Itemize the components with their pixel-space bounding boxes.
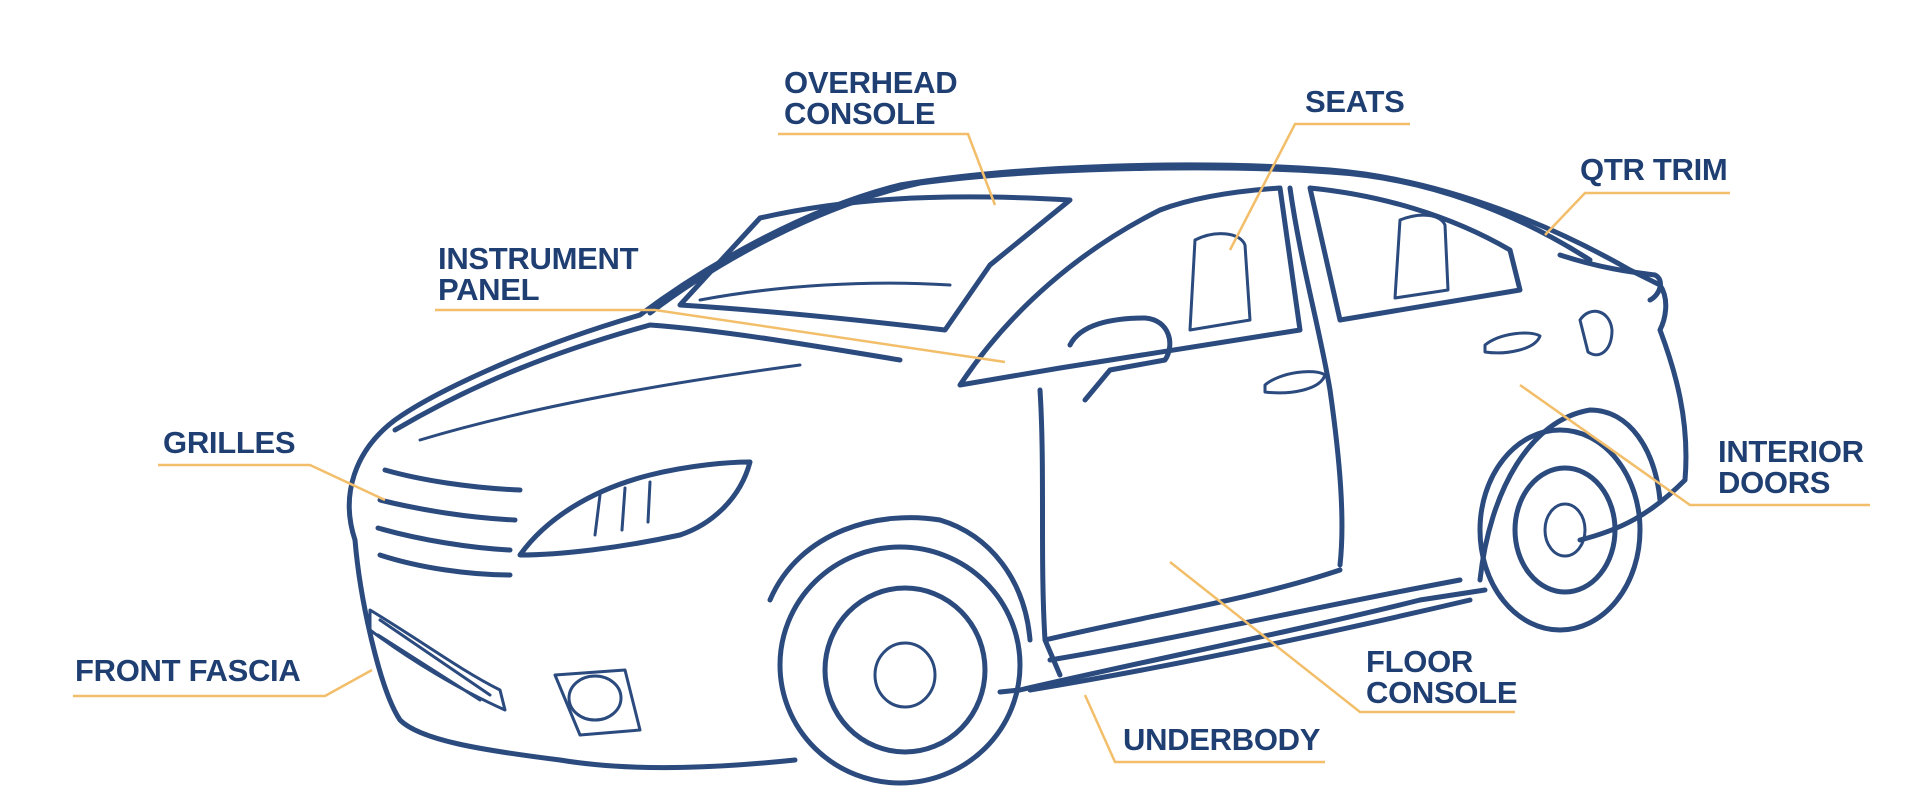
leader-underbody <box>1083 694 1325 764</box>
rocker-panel <box>1027 577 1473 693</box>
tail-light <box>1578 309 1614 357</box>
windshield <box>677 194 1073 333</box>
dashboard <box>698 281 952 302</box>
lower-fascia <box>368 608 507 712</box>
label-seats: SEATS <box>1305 84 1405 119</box>
car-body-outline <box>346 162 1689 770</box>
grille-lines <box>375 467 523 578</box>
front-wheel-arch <box>767 515 1033 643</box>
label-floor-console: FLOOR CONSOLE <box>1366 644 1518 710</box>
rear-door-handle <box>1483 331 1542 355</box>
leader-instrument-panel <box>435 308 1006 364</box>
rear-tire <box>1477 427 1643 633</box>
front-tire <box>777 544 1023 786</box>
leader-floor-console <box>1169 561 1515 714</box>
leader-seats <box>1228 122 1410 251</box>
label-underbody: UNDERBODY <box>1123 722 1321 757</box>
label-grilles: GRILLES <box>163 425 296 460</box>
leader-interior-doors <box>1519 383 1870 507</box>
front-rim <box>822 585 988 755</box>
trunk-spoiler <box>1557 252 1663 303</box>
label-interior-doors: INTERIOR DOORS <box>1718 434 1864 500</box>
hood <box>392 322 903 433</box>
fog-light-housing <box>553 668 642 737</box>
side-mirror <box>1067 315 1173 403</box>
rear-wheel-arch <box>1477 407 1663 583</box>
front-door <box>1037 387 1343 678</box>
leader-lines <box>73 122 1870 764</box>
leader-front-fascia <box>73 668 373 698</box>
front-door-handle <box>1263 370 1327 395</box>
label-qtr-trim: QTR TRIM <box>1580 152 1728 187</box>
leader-grilles <box>158 463 386 502</box>
b-pillar <box>1287 185 1345 568</box>
leader-qtr-trim <box>1544 191 1730 236</box>
front-seat <box>1188 232 1252 332</box>
fog-light <box>567 674 623 722</box>
leader-overhead-console <box>778 132 997 206</box>
rear-rim <box>1512 465 1618 595</box>
front-hub <box>873 641 937 709</box>
label-overhead-console: OVERHEAD CONSOLE <box>784 65 958 131</box>
car-illustration <box>346 162 1689 786</box>
label-front-fascia: FRONT FASCIA <box>75 653 301 688</box>
rear-seat <box>1393 213 1450 300</box>
hood-crease <box>418 363 802 442</box>
rear-hub <box>1543 502 1587 558</box>
car-roof <box>647 165 1593 316</box>
headlight-detail <box>593 480 652 537</box>
front-door-frame <box>957 185 1303 388</box>
headlight <box>517 459 753 558</box>
label-instrument-panel: INSTRUMENT PANEL <box>438 241 639 307</box>
